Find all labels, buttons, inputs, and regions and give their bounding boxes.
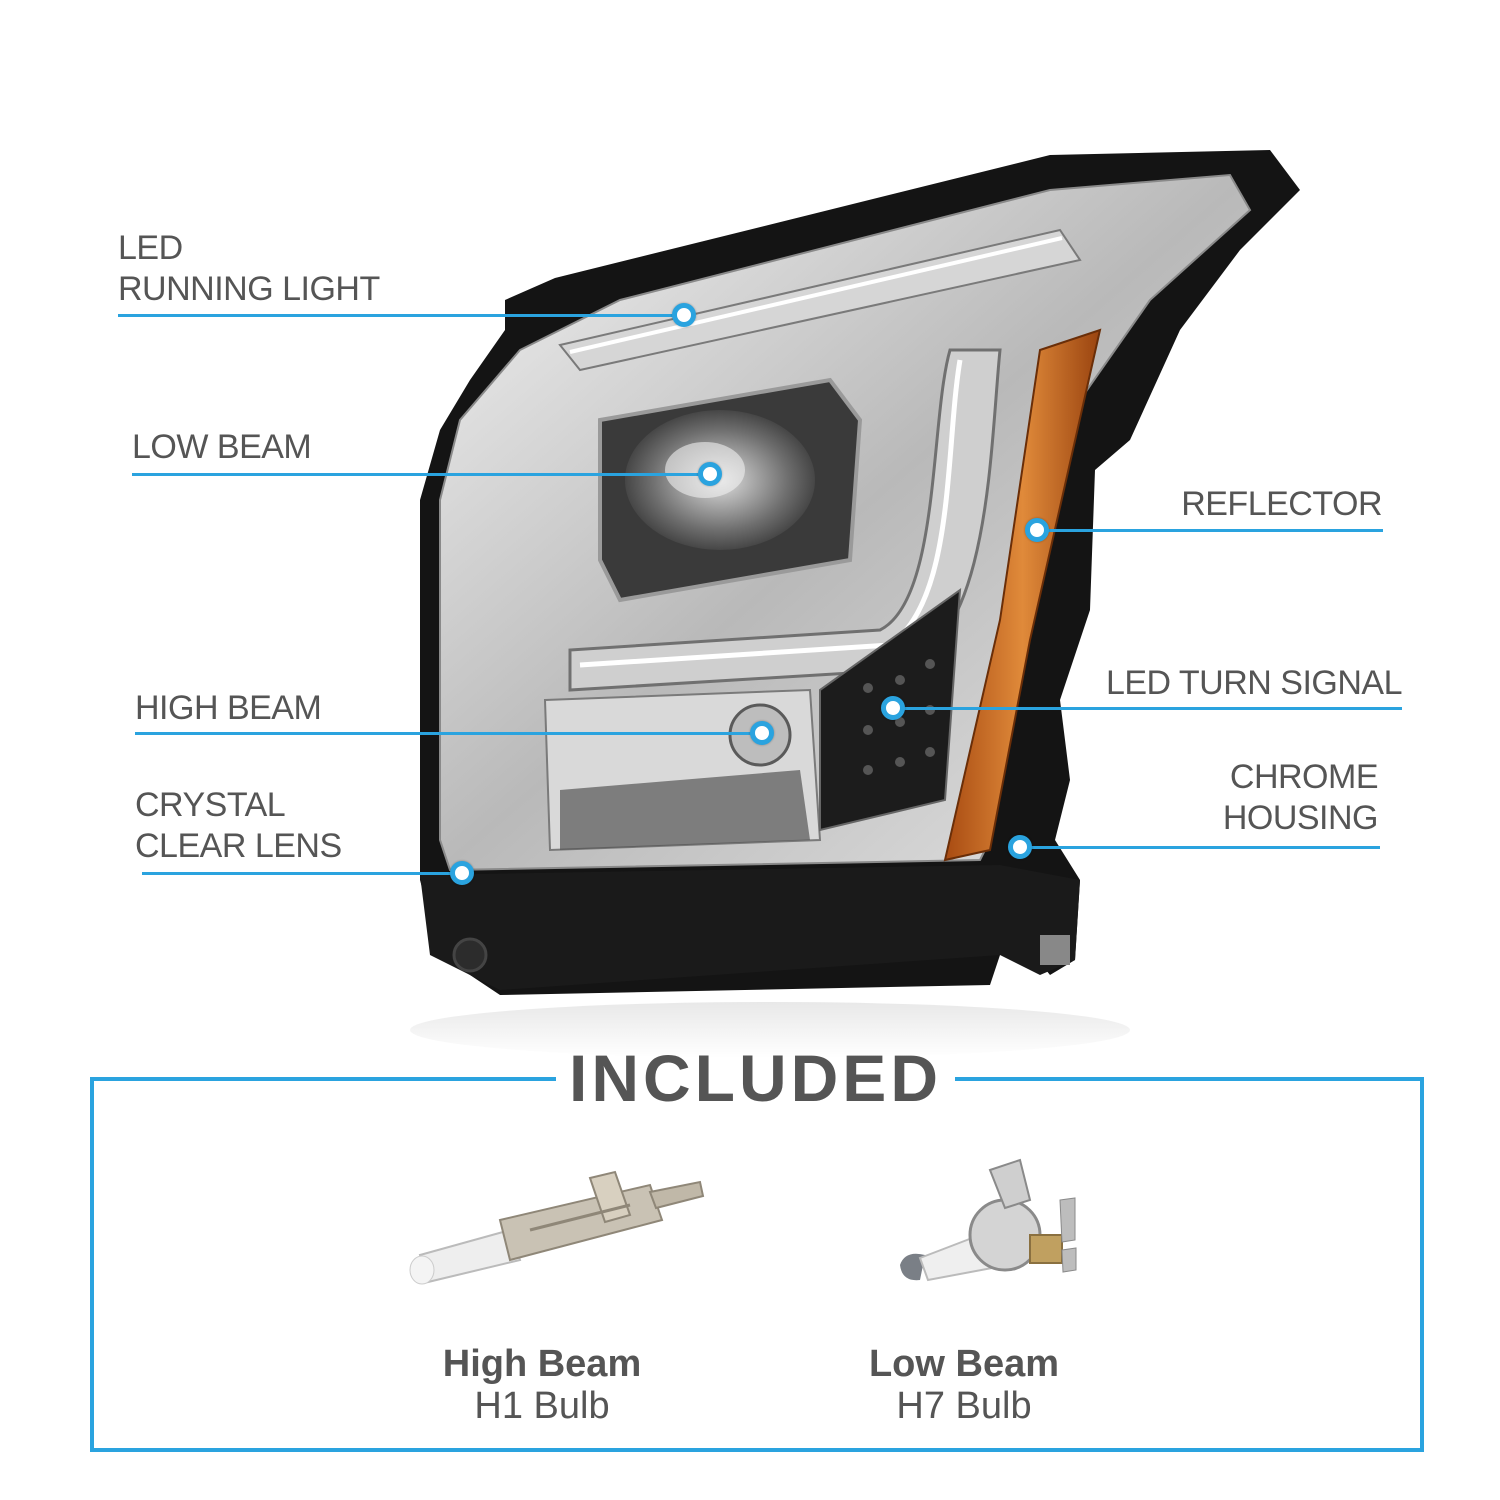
marker-high-beam — [750, 721, 774, 745]
bulb-name: High Beam — [442, 1343, 642, 1385]
drl-glow — [569, 236, 1063, 354]
bulb-type: H1 Bulb — [474, 1385, 610, 1427]
marker-reflector — [1025, 518, 1049, 542]
base-housing — [420, 865, 1080, 990]
amber-reflector — [943, 328, 1102, 862]
marker-led-running-light — [672, 303, 696, 327]
label-crystal-clear-lens: CRYSTAL CLEAR LENS — [135, 786, 342, 865]
leader-line-low-beam — [132, 473, 710, 476]
marker-chrome-housing — [1008, 835, 1032, 859]
h1-bulb-image — [409, 1170, 705, 1285]
marker-low-beam — [698, 462, 722, 486]
leader-line-chrome-housing — [1020, 846, 1380, 849]
leader-line-high-beam — [135, 732, 762, 735]
floor-shadow — [410, 1002, 1130, 1058]
marker-led-turn-signal — [881, 696, 905, 720]
label-low-beam: LOW BEAM — [132, 428, 312, 466]
included-title: INCLUDED — [569, 1041, 942, 1115]
bulb-caption-low-beam: Low Beam H7 Bulb — [814, 1343, 1114, 1427]
label-reflector: REFLECTOR — [1181, 485, 1382, 523]
label-high-beam: HIGH BEAM — [135, 689, 322, 727]
bulb-name: Low Beam — [868, 1343, 1060, 1385]
leader-line-led-running-light — [118, 314, 684, 317]
h7-bulb-image — [900, 1158, 1077, 1282]
label-led-turn-signal: LED TURN SIGNAL — [1105, 664, 1403, 702]
included-box-top-left — [90, 1077, 556, 1081]
included-box — [90, 1077, 1424, 1452]
leader-line-reflector — [1037, 529, 1383, 532]
included-box-top-right — [955, 1077, 1420, 1081]
marker-crystal-clear-lens — [450, 861, 474, 885]
label-chrome-housing: CHROME HOUSING — [1222, 758, 1379, 837]
leader-line-crystal-clear-lens — [142, 872, 462, 875]
bulb-type: H7 Bulb — [896, 1385, 1032, 1427]
bulb-caption-high-beam: High Beam H1 Bulb — [392, 1343, 692, 1427]
label-led-running-light: LED RUNNING LIGHT — [118, 229, 380, 308]
leader-line-led-turn-signal — [893, 707, 1402, 710]
